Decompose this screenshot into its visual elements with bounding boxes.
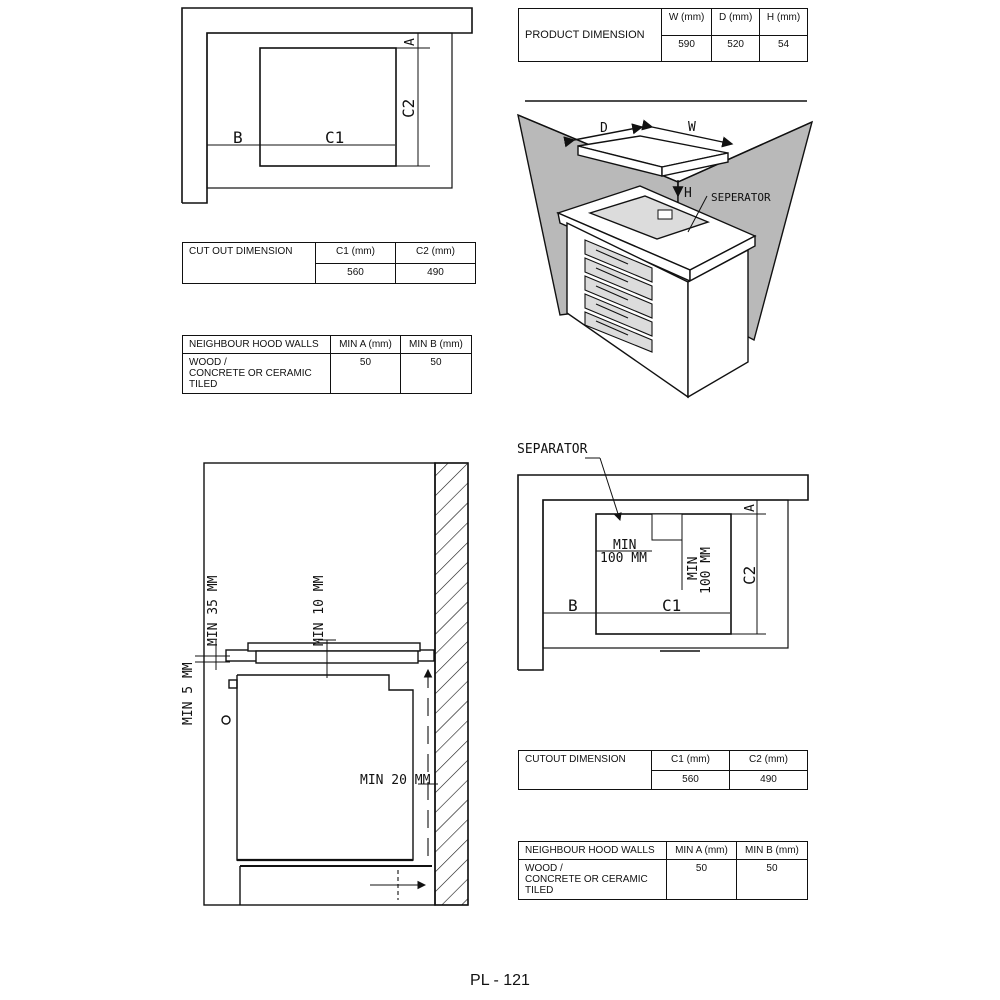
walls-top-row-label: WOOD / CONCRETE OR CERAMIC TILED [182, 353, 331, 394]
cutout-bottom-header: CUTOUT DIMENSION [518, 750, 652, 790]
product-dimension-table: PRODUCT DIMENSION W (mm) D (mm) H (mm) 5… [518, 8, 808, 62]
cutout-bottom-val-c2: 490 [729, 769, 808, 790]
plan-bottom-min-v-2: 100 MM [699, 547, 714, 594]
plan-top-label-c2: C2 [399, 99, 418, 118]
walls-top-val-b: 50 [399, 353, 473, 394]
walls-top-col-a: MIN A (mm) [330, 335, 401, 354]
plan-bottom-min-h-1: MIN [613, 538, 636, 553]
product-col-w: W (mm) [660, 8, 713, 36]
plan-bottom-label-separator: SEPARATOR [517, 442, 588, 457]
walls-top-row-label-1: WOOD / [189, 357, 227, 368]
iso-label-separator: SEPERATOR [711, 191, 771, 204]
cutout-top-header: CUT OUT DIMENSION [182, 242, 316, 284]
cutout-bottom-val-c1: 560 [651, 769, 730, 790]
iso-label-d: D [600, 121, 608, 136]
neighbour-walls-table-bottom: NEIGHBOUR HOOD WALLS MIN A (mm) MIN B (m… [518, 841, 809, 900]
cutout-dimension-table-top: CUT OUT DIMENSION C1 (mm) C2 (mm) 560 49… [182, 242, 476, 284]
walls-bottom-val-b: 50 [735, 859, 809, 900]
product-val-w: 590 [660, 34, 713, 62]
walls-top-header: NEIGHBOUR HOOD WALLS [182, 335, 331, 354]
cutout-top-val-c1: 560 [315, 262, 396, 284]
cutout-top-col-c2: C2 (mm) [395, 242, 476, 264]
section-label-min-20: MIN 20 MM [360, 773, 431, 788]
plan-bottom-label-c2: C2 [740, 566, 759, 585]
section-view [195, 462, 469, 906]
product-table-header: PRODUCT DIMENSION [518, 8, 662, 62]
section-label-min-35: MIN 35 MM [206, 575, 221, 646]
neighbour-walls-table-top: NEIGHBOUR HOOD WALLS MIN A (mm) MIN B (m… [182, 335, 473, 394]
walls-bottom-row-label-1: WOOD / [525, 863, 563, 874]
plan-bottom-label-a: A [743, 504, 758, 512]
cutout-dimension-table-bottom: CUTOUT DIMENSION C1 (mm) C2 (mm) 560 490 [518, 750, 808, 790]
walls-bottom-row-label-2: CONCRETE OR CERAMIC [525, 874, 648, 885]
product-col-h: H (mm) [759, 8, 808, 36]
section-label-min-10: MIN 10 MM [312, 575, 327, 646]
isometric-view [517, 113, 814, 399]
plan-view-bottom [517, 457, 809, 671]
product-val-h: 54 [759, 34, 808, 62]
walls-bottom-row-label-3: TILED [525, 885, 554, 896]
walls-top-row-label-2: CONCRETE OR CERAMIC [189, 368, 312, 379]
cutout-bottom-col-c2: C2 (mm) [729, 750, 808, 771]
iso-label-w: W [688, 120, 696, 135]
plan-bottom-min-v-1: MIN [686, 557, 701, 580]
plan-bottom-label-b: B [568, 596, 578, 615]
product-col-d: D (mm) [711, 8, 761, 36]
walls-bottom-header: NEIGHBOUR HOOD WALLS [518, 841, 667, 860]
plan-bottom-label-c1: C1 [662, 596, 681, 615]
walls-bottom-col-b: MIN B (mm) [735, 841, 809, 860]
cutout-top-col-c1: C1 (mm) [315, 242, 396, 264]
iso-label-h: H [684, 186, 692, 201]
page-code: PL - 121 [470, 972, 530, 989]
walls-top-col-b: MIN B (mm) [399, 335, 473, 354]
section-label-min-5: MIN 5 MM [181, 662, 196, 725]
plan-top-label-c1: C1 [325, 128, 344, 147]
walls-bottom-col-a: MIN A (mm) [666, 841, 737, 860]
plan-view-top [181, 7, 473, 204]
cutout-bottom-col-c1: C1 (mm) [651, 750, 730, 771]
plan-bottom-min-h-2: 100 MM [600, 551, 647, 566]
product-val-d: 520 [711, 34, 761, 62]
plan-top-label-b: B [233, 128, 243, 147]
cutout-top-val-c2: 490 [395, 262, 476, 284]
plan-top-label-a: A [403, 38, 418, 46]
walls-bottom-val-a: 50 [666, 859, 737, 900]
walls-top-val-a: 50 [330, 353, 401, 394]
walls-bottom-row-label: WOOD / CONCRETE OR CERAMIC TILED [518, 859, 667, 900]
walls-top-row-label-3: TILED [189, 379, 218, 390]
